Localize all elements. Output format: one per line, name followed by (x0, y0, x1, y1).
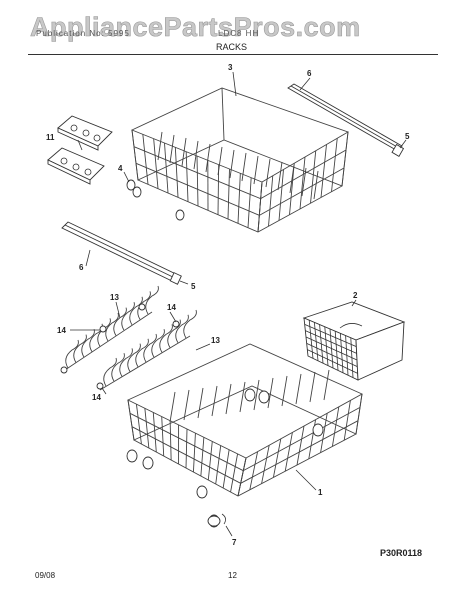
lower-rail (61, 221, 182, 285)
callout-5-mid: 5 (191, 282, 196, 291)
callout-1: 1 (318, 488, 323, 497)
callout-7: 7 (232, 538, 237, 547)
lower-rack-wheels (126, 388, 324, 528)
tine-row-right (99, 309, 197, 391)
callout-13-top: 13 (110, 293, 119, 302)
callout-4: 4 (118, 164, 123, 173)
section-title: RACKS (216, 42, 248, 52)
lower-rack (126, 343, 364, 497)
tine-row-clips (60, 303, 180, 390)
rack-stop-clip (207, 513, 226, 527)
model-number: LDC8 HH (218, 29, 260, 38)
diagram-code: P30R0118 (380, 548, 423, 558)
publication-number: Publication No: 5995 (36, 29, 130, 38)
callout-14-right: 14 (167, 303, 176, 312)
callout-5-top: 5 (405, 132, 410, 141)
tine-holder-upper (57, 115, 113, 151)
watermark: AppliancePartsPros.com (30, 12, 361, 43)
callout-3: 3 (228, 63, 233, 72)
callout-14-bottom: 14 (92, 393, 101, 402)
callout-2: 2 (353, 291, 358, 300)
callout-11: 11 (46, 133, 55, 142)
callout-6-mid: 6 (79, 263, 84, 272)
upper-rack-wheels (126, 179, 185, 221)
print-date: 09/08 (35, 571, 56, 580)
callout-6-top: 6 (307, 69, 312, 78)
upper-rack (130, 87, 350, 233)
leader-lines (70, 71, 407, 537)
header-rule (28, 54, 438, 55)
upper-rack-rail (287, 83, 405, 157)
callout-13-right: 13 (211, 336, 220, 345)
page-number: 12 (228, 571, 237, 580)
callout-14-left: 14 (57, 326, 66, 335)
tine-holder-lower (47, 147, 105, 185)
silverware-basket (302, 301, 406, 381)
